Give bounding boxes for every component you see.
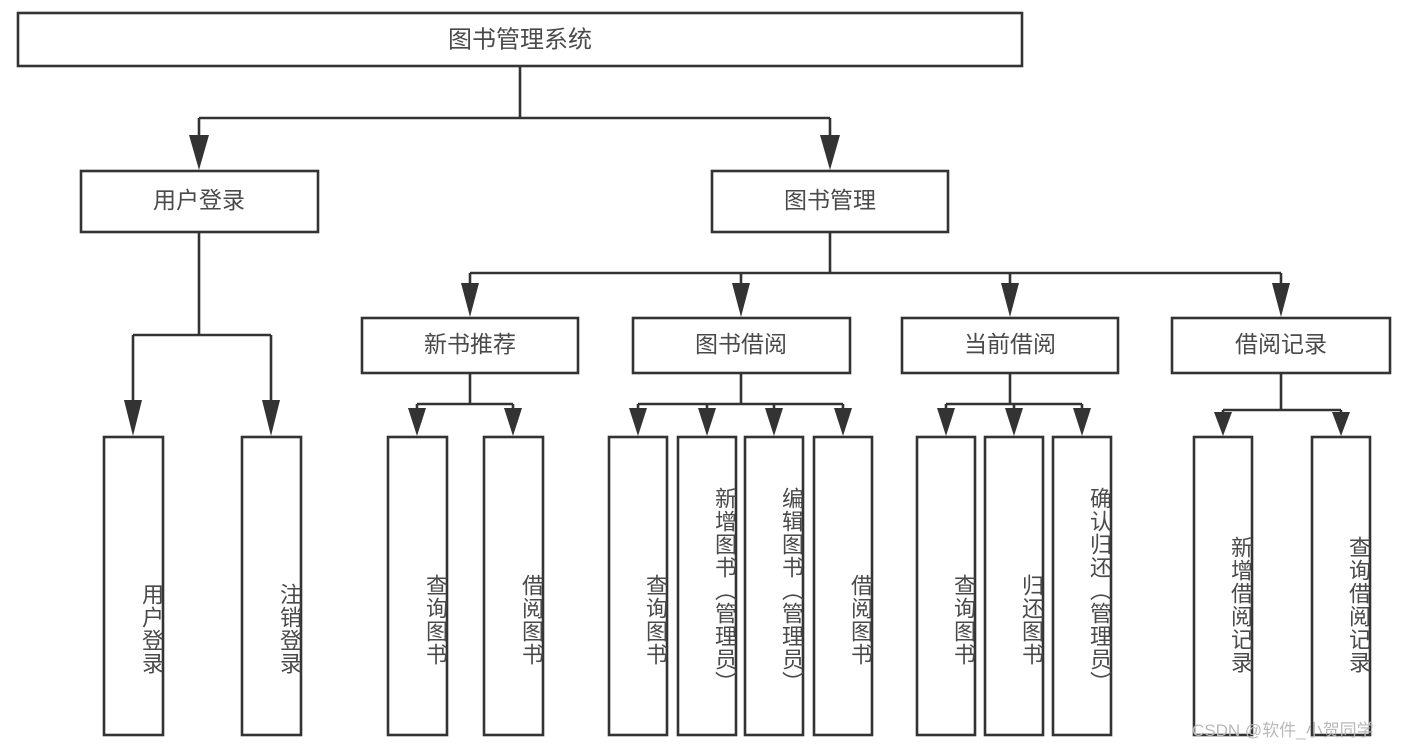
leaf-user-login-box[interactable] [102,435,165,737]
arrowhead-leaf-user-login [124,400,142,436]
leaf-query-book-2-box[interactable] [607,435,669,737]
node-book-management-box[interactable] [710,169,950,234]
arrowhead-leaf-query-book-1 [408,408,426,436]
leaf-edit-book-box[interactable] [743,435,805,737]
leaf-return-book-box[interactable] [983,435,1045,737]
node-current-borrow-box[interactable] [900,316,1120,375]
leaf-add-book-box[interactable] [676,435,738,737]
node-book-borrow-box[interactable] [631,316,852,375]
node-book-borrow-label: 图书借阅 [695,331,787,357]
node-user-login-box[interactable] [79,169,320,234]
arrowhead-book-borrow [732,283,750,317]
leaf-query-record-box[interactable] [1310,435,1372,737]
node-current-borrow[interactable]: 当前借阅 [900,316,1120,375]
leaf-logout-box[interactable] [240,435,303,737]
node-new-book-recommend-label: 新书推荐 [424,331,516,357]
connector-group [124,66,1350,436]
arrowhead-leaf-add-book [698,408,716,436]
arrowhead-user-login [189,135,209,170]
leaf-confirm-return-box[interactable] [1051,435,1113,737]
arrowhead-leaf-logout [262,400,280,436]
arrowhead-leaf-edit-book [765,408,783,436]
arrowhead-leaf-confirm-return [1073,408,1091,436]
arrowhead-new-book-recommend [461,283,479,317]
arrowhead-leaf-return-book [1005,408,1023,436]
node-book-borrow[interactable]: 图书借阅 [631,316,852,375]
arrowhead-leaf-add-record [1214,412,1232,436]
node-root-label: 图书管理系统 [448,26,592,53]
arrowhead-borrow-record [1272,283,1290,317]
arrowhead-leaf-borrow-book-2 [834,408,852,436]
node-root[interactable]: 图书管理系统 [16,11,1024,68]
node-user-login[interactable]: 用户登录 [79,169,320,234]
node-user-login-label: 用户登录 [153,187,245,213]
arrowhead-leaf-query-book-2 [629,408,647,436]
leaf-query-book-3-box[interactable] [915,435,977,737]
node-book-management[interactable]: 图书管理 [710,169,950,234]
node-root-box[interactable] [16,11,1024,68]
arrowhead-leaf-query-record [1332,412,1350,436]
node-borrow-record-label: 借阅记录 [1235,331,1327,357]
node-new-book-recommend[interactable]: 新书推荐 [360,316,580,375]
node-borrow-record-box[interactable] [1170,316,1392,375]
arrowhead-leaf-borrow-book-1 [504,408,522,436]
leaf-node-group [102,435,1372,737]
leaf-add-record-box[interactable] [1192,435,1254,737]
node-new-book-recommend-box[interactable] [360,316,580,375]
leaf-query-book-1-box[interactable] [386,435,449,737]
arrowhead-book-management [820,135,840,170]
leaf-borrow-book-1-box[interactable] [482,435,545,737]
node-book-management-label: 图书管理 [784,187,876,213]
leaf-borrow-book-2-box[interactable] [812,435,874,737]
arrowhead-leaf-query-book-3 [937,408,955,436]
csdn-watermark: CSDN @软件_小贺同学 [1192,721,1374,740]
arrowhead-current-borrow [1001,283,1019,317]
node-current-borrow-label: 当前借阅 [964,331,1056,357]
node-borrow-record[interactable]: 借阅记录 [1170,316,1392,375]
